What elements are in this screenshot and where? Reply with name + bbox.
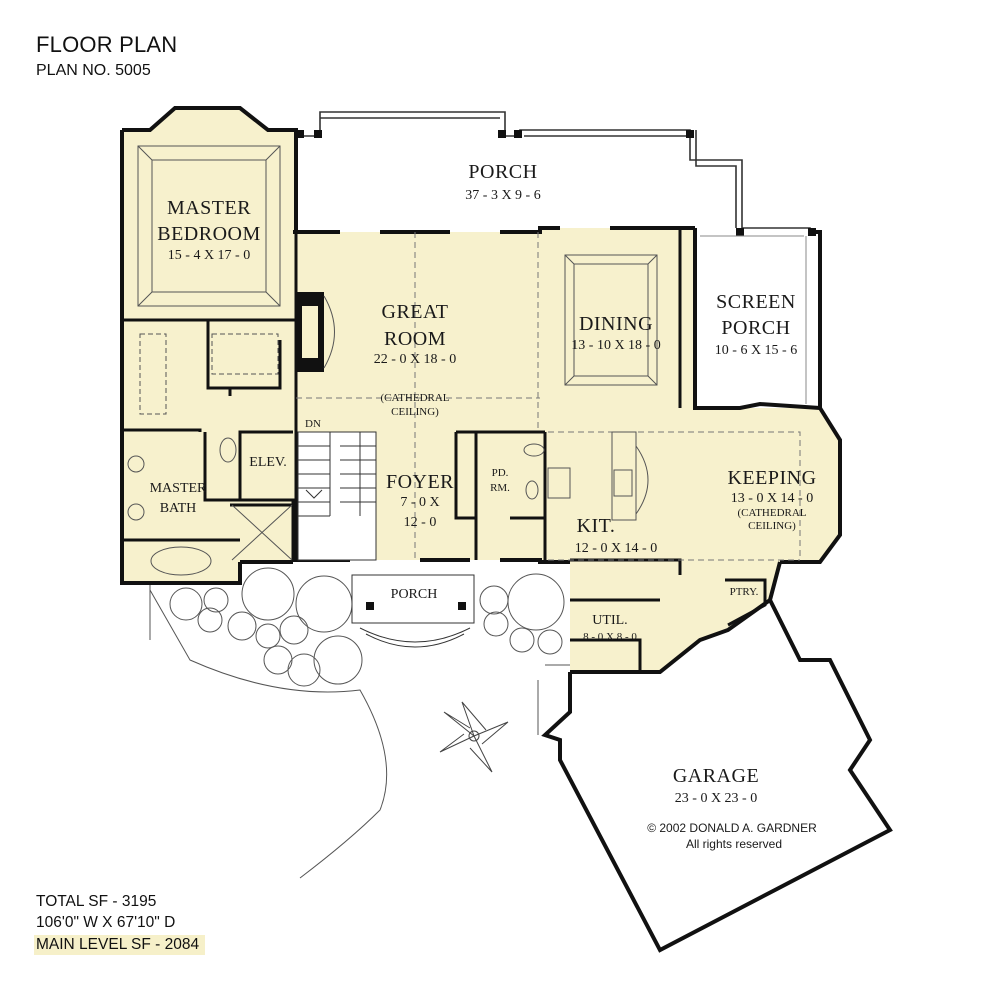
stair-down-label: DN — [305, 418, 321, 430]
master-bedroom-name-1: MASTER — [167, 197, 251, 219]
bath-fixtures — [127, 437, 545, 576]
tray-ceiling-master — [137, 145, 281, 307]
kitchen-size: 12 - 0 X 14 - 0 — [575, 541, 657, 556]
specimen-plant — [439, 701, 509, 773]
kitchen-name: KIT. — [577, 515, 616, 537]
screen-porch-screens — [700, 235, 807, 404]
keeping-size: 13 - 0 X 14 - 0 — [731, 491, 813, 506]
elevator-label: ELEV. — [249, 455, 286, 470]
copyright-line-1: © 2002 DONALD A. GARDNER — [647, 821, 817, 835]
master-bedroom-name-2: BEDROOM — [157, 223, 261, 245]
great-room-name-2: ROOM — [384, 328, 446, 350]
front-porch-name: PORCH — [391, 587, 438, 602]
utility-name: UTIL. — [592, 613, 627, 628]
rear-porch-outline — [296, 111, 811, 232]
master-bath-name-2: BATH — [160, 501, 197, 516]
great-room-name-1: GREAT — [382, 301, 449, 323]
garage-name: GARAGE — [673, 765, 759, 787]
master-bedroom-size: 15 - 4 X 17 - 0 — [168, 248, 250, 263]
interior-walls — [122, 228, 767, 672]
front-porch-steps — [351, 574, 475, 648]
landscaping — [149, 567, 570, 879]
screen-porch-size: 10 - 6 X 15 - 6 — [715, 343, 797, 358]
porch-rear-name: PORCH — [468, 161, 537, 183]
master-bath-name-1: MASTER — [150, 481, 207, 496]
screen-porch-name-2: PORCH — [721, 317, 790, 339]
utility-size: 8 - 0 X 8 - 0 — [583, 631, 637, 643]
keeping-name: KEEPING — [727, 467, 816, 489]
keeping-note-1: (CATHEDRAL — [737, 507, 806, 519]
dining-name: DINING — [579, 313, 653, 335]
foyer-size-2: 12 - 0 — [404, 515, 437, 530]
great-room-size: 22 - 0 X 18 - 0 — [374, 352, 456, 367]
powder-room-name-2: RM. — [490, 482, 510, 494]
porch-posts — [296, 130, 816, 236]
plan-title: FLOOR PLAN — [36, 32, 178, 57]
screen-porch-name-1: SCREEN — [716, 291, 796, 313]
kitchen-island — [547, 431, 649, 521]
great-room-note-1: (CATHEDRAL — [380, 392, 449, 404]
copyright-line-2: All rights reserved — [686, 837, 782, 851]
dining-size: 13 - 10 X 18 - 0 — [571, 338, 660, 353]
total-square-feet: TOTAL SF - 3195 — [36, 893, 157, 910]
stairs — [297, 431, 377, 561]
porch-rear-size: 37 - 3 X 9 - 6 — [465, 188, 540, 203]
ceiling-lines — [296, 232, 801, 561]
master-closets — [139, 333, 279, 415]
main-level-square-feet: MAIN LEVEL SF - 2084 — [34, 935, 206, 955]
plan-number: PLAN NO. 5005 — [36, 62, 151, 79]
foyer-name: FOYER — [386, 471, 454, 493]
tray-ceiling-dining — [564, 254, 658, 386]
pantry-name: PTRY. — [730, 586, 759, 598]
fireplace — [296, 292, 335, 372]
keeping-note-2: CEILING) — [748, 520, 796, 532]
great-room-note-2: CEILING) — [391, 406, 439, 418]
foyer-size-1: 7 - 0 X — [400, 495, 439, 510]
front-porch-columns — [366, 602, 466, 610]
garage-size: 23 - 0 X 23 - 0 — [675, 791, 757, 806]
powder-room-name-1: PD. — [492, 467, 509, 479]
overall-dimensions: 106'0" W X 67'10" D — [36, 914, 176, 931]
